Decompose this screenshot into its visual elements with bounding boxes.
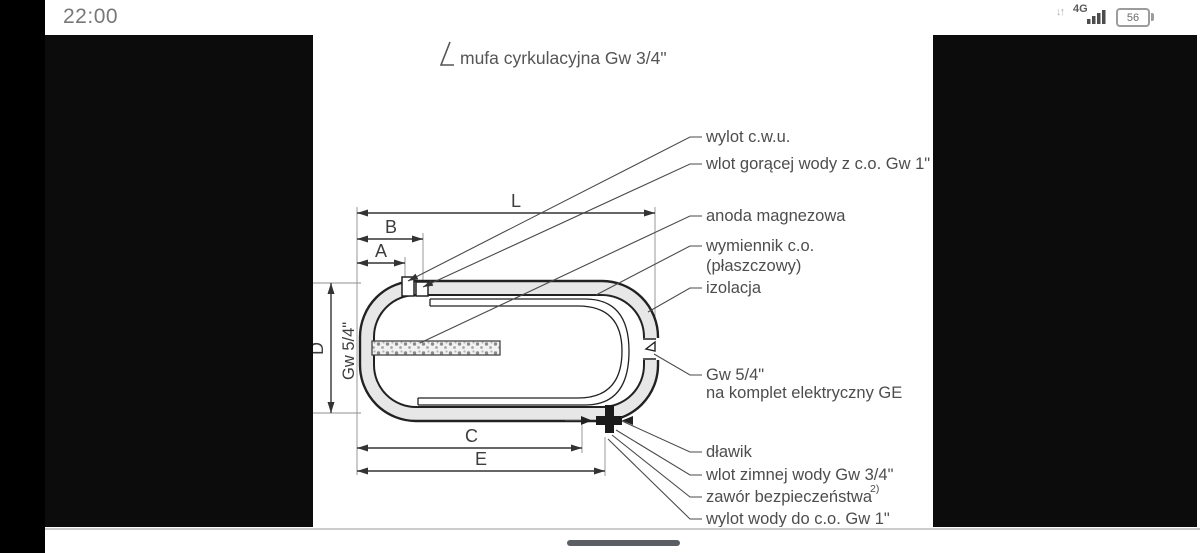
home-indicator-bar[interactable]	[567, 540, 680, 546]
clock: 22:00	[63, 5, 119, 28]
diagram-title: mufa cyrkulacyjna Gw 3/4"	[460, 48, 667, 68]
label-wlot-goracej: wlot gorącej wody z c.o. Gw 1"	[705, 155, 930, 173]
network-type-label: 4G	[1073, 3, 1088, 15]
page-bottom-divider	[45, 528, 1200, 530]
dim-label-L: L	[511, 191, 521, 211]
signal-bars-icon	[1087, 10, 1106, 24]
dim-label-C: C	[465, 426, 478, 446]
dim-label-left-thread: Gw 5/4"	[340, 322, 358, 380]
label-izolacja: izolacja	[706, 279, 762, 297]
dimension-lines	[327, 209, 655, 475]
anode-bar	[371, 340, 501, 356]
battery-icon: 56	[1116, 8, 1150, 27]
status-icons: ↓↑ 4G 56	[1050, 0, 1200, 35]
label-wymiennik-2: (płaszczowy)	[706, 257, 801, 275]
label-zawor-superscript: 2)	[870, 483, 879, 495]
boiler-diagram: mufa cyrkulacyjna Gw 3/4" L B A C E D Gw…	[307, 41, 930, 528]
document-page: mufa cyrkulacyjna Gw 3/4" L B A C E D Gw…	[307, 35, 933, 528]
data-updown-arrows-icon: ↓↑	[1056, 6, 1065, 18]
label-wylot-cwu: wylot c.w.u.	[705, 128, 790, 146]
stub-hot-inlet	[415, 281, 429, 297]
leader-lines	[407, 136, 702, 520]
battery-nub-icon	[1151, 13, 1154, 21]
left-edge-black-column	[0, 0, 45, 553]
label-wylot-wody: wylot wody do c.o. Gw 1"	[705, 510, 890, 527]
label-wlot-zimnej: wlot zimnej wody Gw 3/4"	[705, 466, 894, 484]
left-letterbox-panel	[45, 35, 313, 527]
valve-assembly	[565, 405, 633, 433]
dim-label-D: D	[313, 342, 327, 355]
battery-percent: 56	[1126, 11, 1140, 24]
label-dlawik: dławik	[706, 443, 753, 461]
jacket-exchanger	[417, 298, 630, 406]
dim-label-B: B	[385, 217, 397, 237]
label-gw54-1: Gw 5/4"	[706, 366, 764, 384]
right-notch-detail	[643, 338, 656, 360]
label-zawor: zawór bezpieczeństwa	[706, 488, 873, 506]
dim-label-A: A	[375, 241, 387, 261]
label-wymiennik-1: wymiennik c.o.	[705, 237, 814, 255]
label-gw54-2: na komplet elektryczny GE	[706, 384, 902, 402]
stub-circulation	[401, 276, 415, 297]
title-leader-icon	[439, 41, 454, 66]
dim-label-E: E	[475, 449, 487, 469]
right-letterbox-panel	[933, 35, 1197, 527]
label-anoda: anoda magnezowa	[706, 207, 846, 225]
